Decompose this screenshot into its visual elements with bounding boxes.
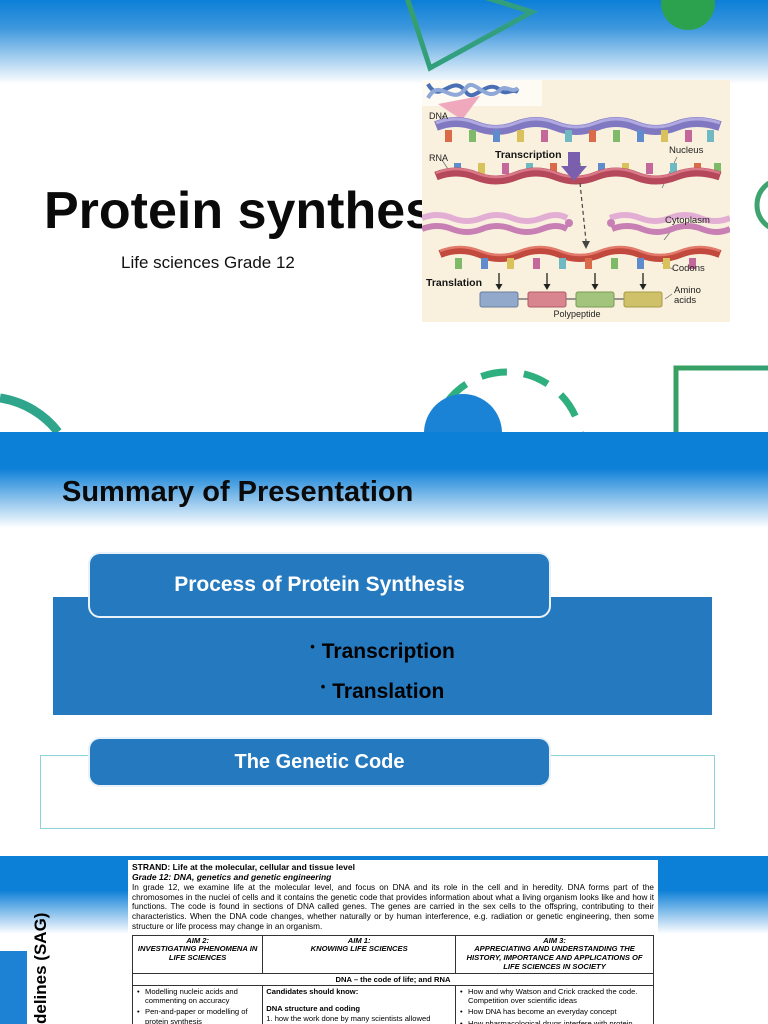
square-outline-decoration — [673, 365, 768, 432]
bullet-item: • Translation — [53, 669, 712, 709]
summary-title: Summary of Presentation — [62, 476, 414, 508]
slide-summary: Summary of Presentation • Transcription •… — [0, 432, 768, 856]
translation-label: Translation — [426, 277, 483, 289]
aims-table: AIM 2: INVESTIGATING PHENOMENA IN LIFE S… — [131, 934, 654, 1024]
nucleus-label: Nucleus — [669, 145, 704, 156]
mrna-strand-graphic — [438, 245, 722, 269]
grade-heading: Grade 12: DNA, genetics and genetic engi… — [132, 872, 332, 882]
codons-label: Codons — [672, 263, 705, 274]
list-item: Modelling nucleic acids and commenting o… — [136, 987, 259, 1005]
amino-acid-blocks — [479, 291, 663, 308]
amino-acids-label: Amino acids — [674, 285, 701, 306]
table-header-row: AIM 2: INVESTIGATING PHENOMENA IN LIFE S… — [131, 934, 654, 974]
dna-code-subheader: DNA – the code of life; and RNA — [132, 972, 654, 986]
transcription-label: Transcription — [495, 149, 562, 161]
diagram-graphic — [422, 80, 730, 322]
summary-bullet-list: • Transcription • Translation — [53, 629, 712, 709]
slide2-top-gradient — [0, 432, 768, 532]
bullet-dot-icon: • — [320, 679, 326, 694]
list-item: How and why Watson and Crick cracked the… — [459, 987, 650, 1005]
slide-title: Protein synthesis Life sciences Grade 12 — [0, 0, 768, 432]
process-of-protein-synthesis-box: Process of Protein Synthesis — [88, 552, 551, 618]
corner-arc-decoration — [0, 393, 62, 432]
dna-helix-graphic — [426, 82, 520, 120]
slide1-top-gradient — [0, 0, 768, 84]
aim2-cell: Modelling nucleic acids and commenting o… — [131, 984, 264, 1024]
sag-vertical-text: delines (SAG) — [31, 912, 50, 1024]
pore-arrow — [579, 182, 590, 249]
genetic-code-box: The Genetic Code — [88, 737, 551, 787]
cytoplasm-label: Cytoplasm — [665, 215, 710, 226]
strand-heading: STRAND: Life at the molecular, cellular … — [132, 862, 355, 872]
blue-circle-decoration — [424, 394, 502, 432]
left-accent-bar — [0, 951, 27, 1024]
translation-arrows — [498, 273, 644, 284]
list-item: How pharmacological drugs interfere with… — [459, 1019, 650, 1024]
aim3-cell: How and why Watson and Crick cracked the… — [455, 984, 654, 1024]
rna-label: RNA — [429, 153, 449, 163]
polypeptide-label: Polypeptide — [553, 309, 601, 319]
nuclear-membrane-graphic — [422, 212, 730, 235]
aim1-cell: Candidates should know: DNA structure an… — [262, 984, 457, 1024]
dna-structure-heading: DNA structure and coding — [266, 1004, 361, 1014]
aim3-header: AIM 3: APPRECIATING AND UNDERSTANDING TH… — [455, 934, 654, 974]
page-title: Protein synthesis — [44, 182, 478, 240]
dashed-ring-decoration — [428, 368, 586, 432]
right-ring-decoration — [754, 180, 768, 230]
list-item: How DNA has become an everyday concept — [459, 1007, 650, 1016]
curriculum-document: STRAND: Life at the molecular, cellular … — [128, 860, 658, 1024]
slide-curriculum: delines (SAG) STRAND: Life at the molecu… — [0, 856, 768, 1024]
dna-label: DNA — [429, 111, 449, 121]
list-item: Pen-and-paper or modelling of protein sy… — [136, 1007, 259, 1024]
process-box-label: Process of Protein Synthesis — [174, 573, 465, 596]
protein-synthesis-diagram: DNA RNA Transcription Nucleus Cytoplasm … — [422, 80, 730, 322]
table-content-row: Modelling nucleic acids and commenting o… — [131, 984, 654, 1024]
aim1-header: AIM 1: KNOWING LIFE SCIENCES — [262, 934, 457, 974]
aim2-header: AIM 2: INVESTIGATING PHENOMENA IN LIFE S… — [131, 934, 264, 974]
intro-paragraph: In grade 12, we examine life at the mole… — [132, 883, 654, 931]
bullet-item-label: Translation — [332, 680, 445, 703]
candidates-intro: Candidates should know: — [266, 986, 359, 996]
table-subheader-row: DNA – the code of life; and RNA — [132, 972, 654, 986]
transcription-arrow — [561, 152, 587, 181]
dna-strand-graphic — [434, 117, 722, 142]
numbered-item: 1. how the work done by many scientists … — [266, 1014, 431, 1024]
bullet-dot-icon: • — [310, 639, 315, 654]
bullet-item-label: Transcription — [321, 640, 455, 663]
genetic-code-box-label: The Genetic Code — [234, 750, 405, 773]
page-subtitle: Life sciences Grade 12 — [121, 253, 295, 272]
translation-arrowheads — [495, 284, 647, 290]
bullet-item: • Transcription — [53, 629, 712, 669]
